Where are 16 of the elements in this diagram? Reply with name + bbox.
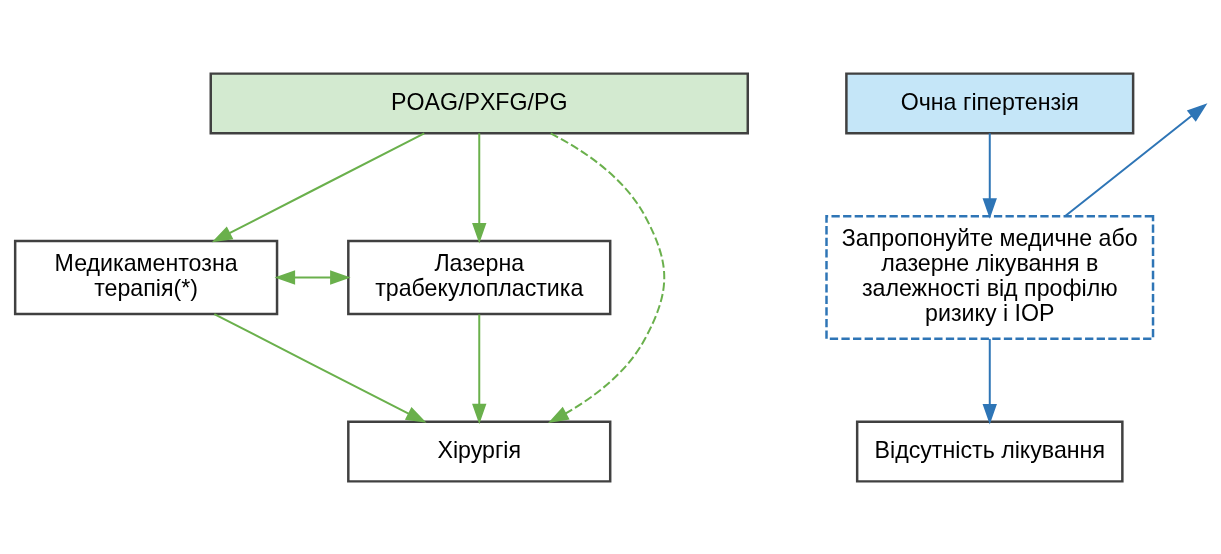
- node-box: Лазерна трабекулопластика: [347, 239, 612, 315]
- arrow: [982, 337, 997, 425]
- arrow: [982, 131, 997, 219]
- arrow: [548, 131, 666, 423]
- node-box: Очна гіпертензія: [845, 71, 1135, 135]
- node-box: POAG/PXFG/PG: [209, 71, 749, 135]
- arrow: [274, 269, 351, 285]
- arrow: [213, 312, 427, 423]
- node-box: Хірургія: [347, 419, 612, 483]
- node-box: Запропонуйте медичне або лазерне лікування в залежності від профілю ризику і IOP: [825, 214, 1155, 340]
- arrow: [211, 131, 426, 242]
- arrow: [472, 313, 487, 424]
- node-box: Відсутність лікування: [855, 419, 1124, 483]
- arrow: [472, 131, 487, 244]
- node-box: Медикаментозна терапія(*): [13, 239, 279, 315]
- arrow: [1064, 102, 1208, 217]
